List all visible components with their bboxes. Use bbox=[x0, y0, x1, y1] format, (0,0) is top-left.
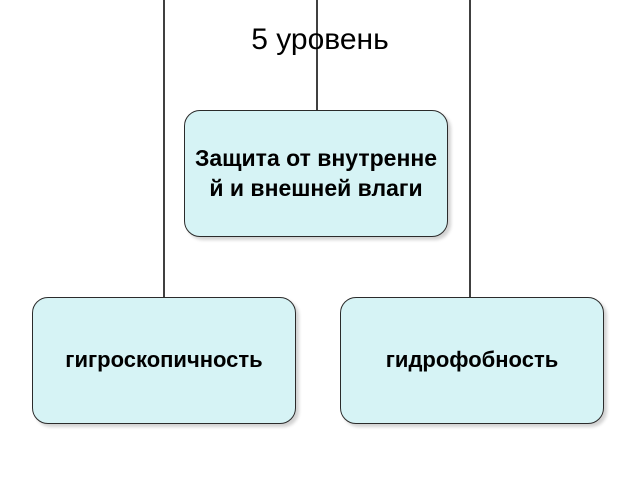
node-hydrophobicity: гидрофобность bbox=[340, 297, 604, 424]
node-moisture-protection-label: Защита от внутренней и внешней влаги bbox=[194, 144, 438, 201]
node-moisture-protection: Защита от внутренней и внешней влаги bbox=[184, 110, 448, 237]
node-hygroscopicity: гигроскопичность bbox=[32, 297, 296, 424]
level-heading: 5 уровень bbox=[251, 23, 389, 56]
node-hydrophobicity-label: гидрофобность bbox=[385, 347, 559, 373]
node-hygroscopicity-label: гигроскопичность bbox=[65, 347, 263, 373]
